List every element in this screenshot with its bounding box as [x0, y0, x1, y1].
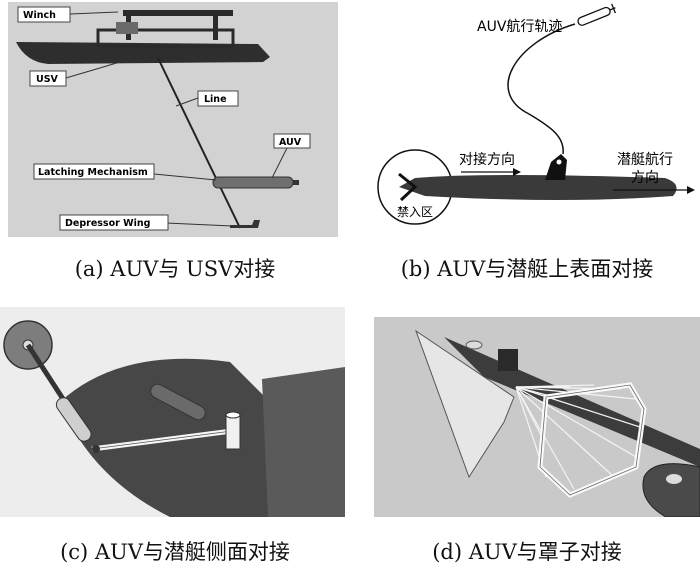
depressor-label-box — [59, 214, 169, 231]
submarine-hull — [399, 175, 677, 200]
auv-label: AUV — [279, 137, 302, 148]
panel-c — [0, 307, 345, 517]
mount-block — [498, 349, 518, 371]
panel-d — [374, 317, 700, 517]
panel-b-figure: AUV航行轨迹 对接方向 潜艇航行 方向 禁入区 — [365, 2, 700, 237]
latching-leader — [153, 173, 217, 181]
line-leader — [175, 97, 199, 107]
winch-body — [116, 22, 138, 34]
cone-frame-edge — [539, 384, 645, 496]
docking-direction-label: 对接方向 — [459, 151, 515, 168]
line-label-box — [197, 90, 239, 107]
auv-leader — [271, 145, 289, 179]
sub-direction-label-1: 潜艇航行 — [617, 152, 673, 168]
depressor-wing — [230, 220, 260, 228]
auv-tail — [293, 180, 299, 185]
mount-fin — [415, 329, 515, 479]
panel-a-background — [8, 2, 338, 237]
trajectory-label: AUV航行轨迹 — [477, 19, 562, 35]
caption-a: (a) AUV与 USV对接 — [74, 257, 276, 281]
auv-nose — [642, 463, 700, 517]
usv-post-right — [213, 10, 218, 40]
panel-a: Winch USV Line AUV Latching Mechanism De… — [8, 2, 338, 237]
auv-nose-window — [666, 474, 682, 484]
auv-left — [55, 397, 92, 442]
winch-label-box — [17, 6, 71, 23]
auv-trajectory-curve — [507, 23, 576, 155]
usv-label-box — [29, 70, 67, 87]
no-entry-label: 禁入区 — [397, 205, 433, 219]
usv-label: USV — [36, 74, 59, 85]
winch-label: Winch — [23, 10, 56, 21]
tow-line — [157, 57, 241, 229]
winch-leader — [69, 11, 119, 15]
panel-a-figure: Winch USV Line AUV Latching Mechanism De… — [8, 2, 338, 237]
depressor-label: Depressor Wing — [65, 218, 150, 229]
docking-station-hole — [556, 159, 562, 165]
depressor-leader — [165, 222, 233, 227]
submarine-sail — [262, 367, 345, 517]
docking-cylinder — [225, 414, 241, 450]
docking-cylinder-top — [225, 411, 241, 419]
usv-top-bar — [123, 10, 233, 16]
sub-direction-label-2: 方向 — [631, 170, 659, 186]
auv-top-icon — [577, 3, 617, 26]
sub-direction-arrowhead — [687, 186, 695, 194]
docking-station — [545, 154, 567, 180]
caption-d: (d) AUV与罩子对接 — [432, 540, 622, 564]
mount-knob — [465, 340, 483, 350]
panel-c-figure — [0, 307, 345, 517]
auv-body — [212, 176, 294, 189]
auv-label-box — [273, 133, 311, 149]
panel-b: AUV航行轨迹 对接方向 潜艇航行 方向 禁入区 — [365, 2, 700, 237]
line-label: Line — [204, 94, 227, 105]
usv-frame — [96, 28, 235, 48]
caption-b: (b) AUV与潜艇上表面对接 — [400, 257, 654, 281]
panel-d-figure — [374, 317, 700, 517]
usv-leader — [65, 61, 121, 79]
latching-label-box — [33, 163, 155, 180]
caption-c: (c) AUV与潜艇侧面对接 — [60, 540, 290, 564]
latching-label: Latching Mechanism — [38, 167, 148, 178]
crane-arm — [25, 343, 68, 404]
docking-direction-arrowhead — [513, 168, 521, 176]
docking-rod-edge — [91, 430, 233, 450]
submarine-tail — [398, 172, 418, 202]
auv-hull — [150, 383, 206, 421]
rod-end — [92, 445, 100, 453]
